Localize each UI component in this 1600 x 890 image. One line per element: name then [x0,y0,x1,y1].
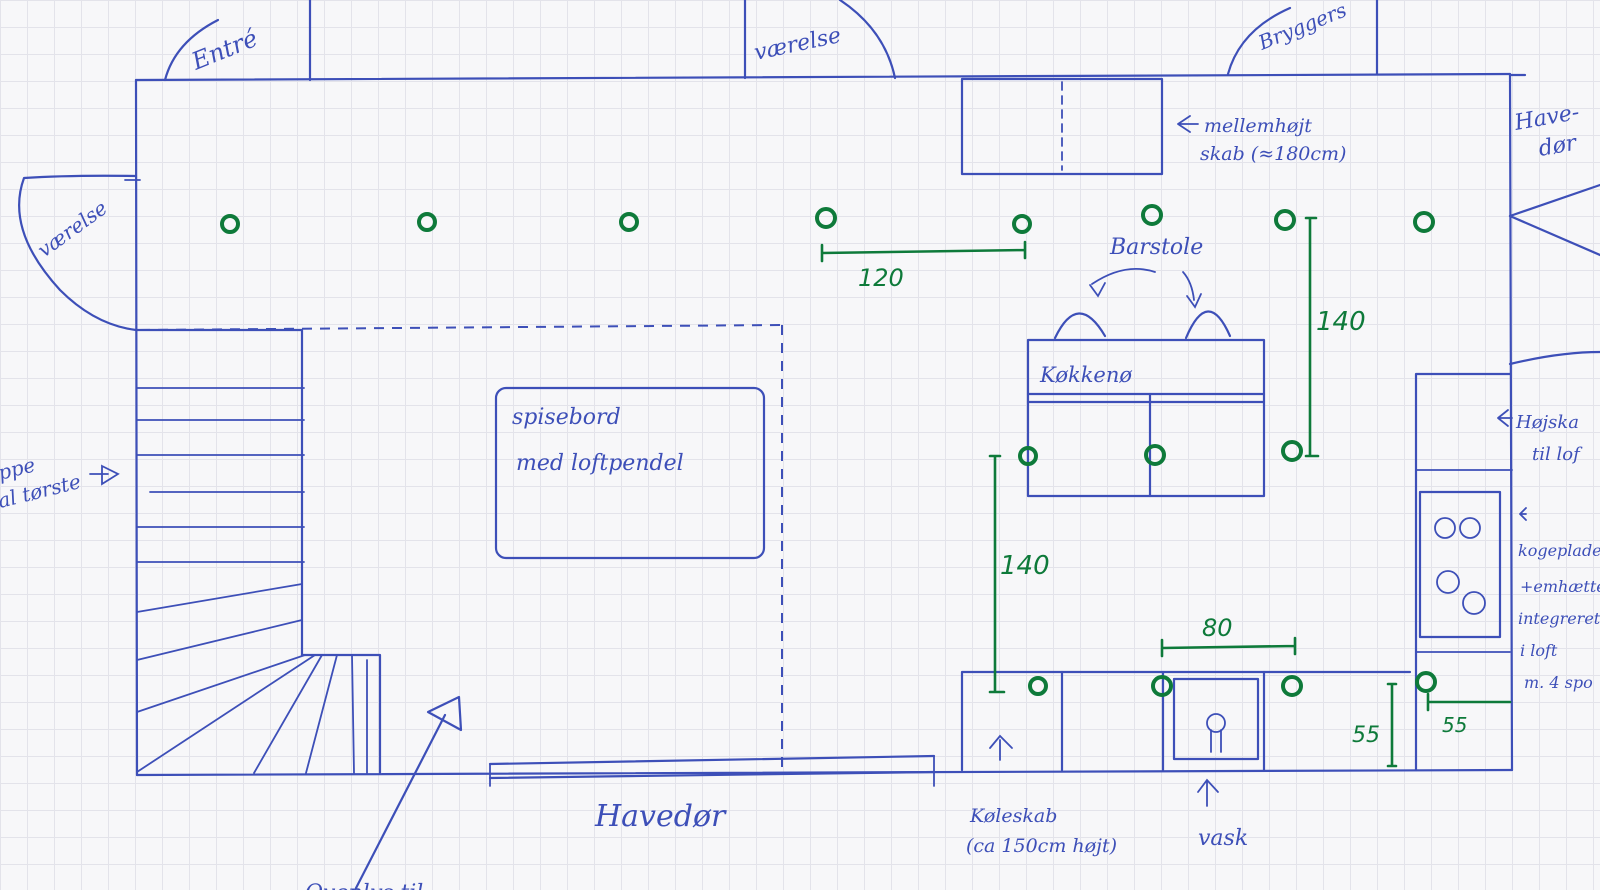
dim-side-depth: 55 [1442,713,1467,737]
door-bryggers [1226,0,1379,76]
dining-table [494,386,766,560]
spot-light [1281,675,1303,697]
kitchen-island [1026,267,1266,498]
door-vaerelse-left [18,174,141,332]
label-koekkenoe: Køkkenø [1039,363,1132,387]
label-kogeplade-3: integreret [1518,609,1600,628]
spot-light [1018,446,1038,466]
label-hojskab-1: Højska [1515,412,1579,433]
label-koleskab-1: Køleskab [969,805,1057,827]
door-vaerelse-top [743,0,897,80]
label-barstole: Barstole [1109,235,1203,260]
label-spisebord-2: med loftpendel [516,451,684,476]
dim-sink-width: 80 [1202,614,1233,642]
door-havedor-right [1508,73,1600,366]
spot-light [1415,671,1437,693]
label-hojskab-2: til lof [1532,444,1583,465]
right-cabinets [1414,372,1513,772]
spot-light [1281,440,1303,462]
spot-light [1012,214,1032,234]
label-bryggers: Bryggers [1254,0,1350,55]
spot-light [1274,209,1296,231]
spot-light [1141,204,1163,226]
ovenlys-arrow [353,695,463,890]
outer-walls [134,72,1514,777]
label-vask: vask [1198,826,1248,851]
label-havedor-right-2: dør [1537,130,1580,161]
spot-light [1413,211,1435,233]
label-vaerelse-left: værelse [33,196,112,262]
spot-light [619,212,639,232]
label-arrows [89,115,1527,807]
dimension-lines [820,216,1512,768]
label-kogeplade-4: i loft [1520,641,1558,660]
dining-zone-outline [139,324,783,770]
spot-lights [220,204,1437,697]
spot-light [1028,676,1048,696]
label-koleskab-2: (ca 150cm højt) [966,835,1117,857]
dim-counter-depth: 55 [1352,723,1380,748]
label-kogeplade-1: kogeplade [1518,541,1600,560]
label-kogeplade-5: m. 4 spo [1524,673,1593,692]
label-mellemhojt-2: skab (≈180cm) [1200,143,1346,165]
label-kogeplade-2: +emhætte [1520,577,1600,596]
label-bottom-note: Ovenlys til [305,881,423,890]
spot-light [1151,675,1173,697]
bottom-counter [960,670,1412,772]
label-vaerelse-top: værelse [752,23,843,66]
dim-left-vertical: 140 [1000,551,1050,581]
spot-light [1144,444,1166,466]
dim-right-vertical: 140 [1316,307,1366,337]
door-entre [163,0,312,82]
label-spisebord-1: spisebord [512,405,621,430]
havedor-sliding [488,754,936,787]
spot-light [220,214,240,234]
label-mellemhojt-1: mellemhøjt [1204,115,1312,137]
dim-spot-spacing: 120 [858,264,904,292]
mellemhojt-skab [960,77,1164,176]
staircase [135,328,382,775]
spot-light [417,212,437,232]
label-havedor-bottom: Havedør [594,799,727,834]
spot-light [815,207,837,229]
